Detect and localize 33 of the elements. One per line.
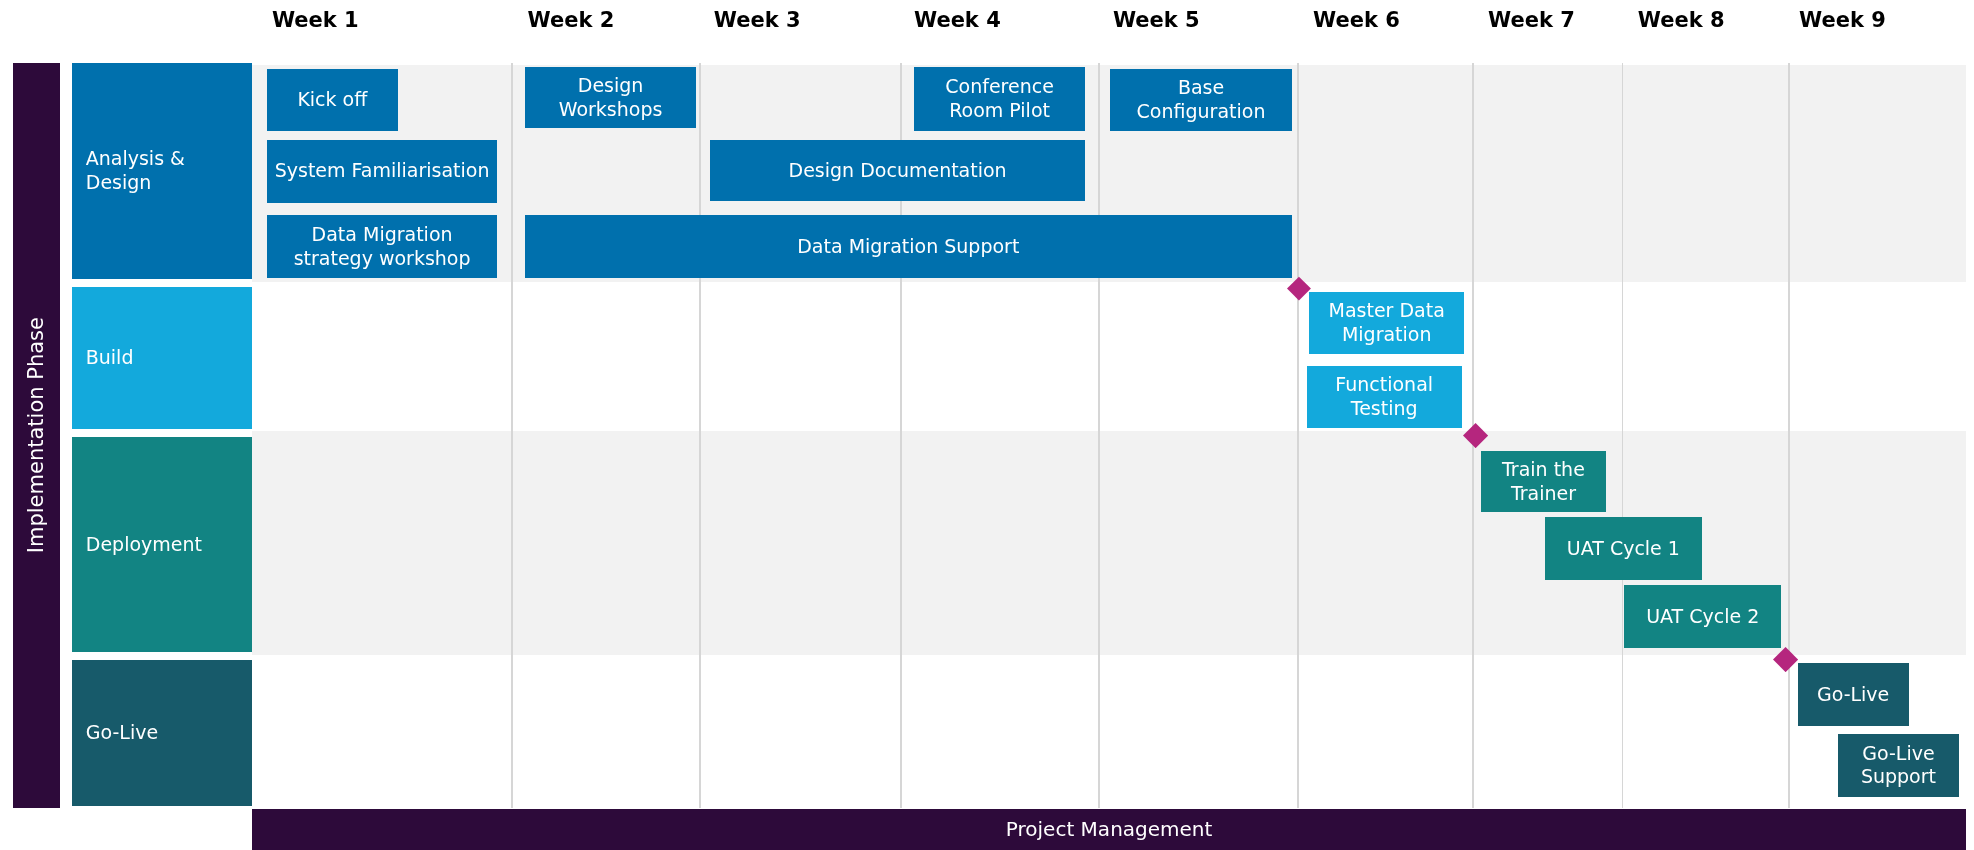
stage-box: Build [71, 287, 252, 430]
milestone-diamond [1772, 647, 1798, 673]
task-bar: Functional Testing [1306, 366, 1462, 429]
week-label: Week 5 [1112, 7, 1200, 32]
footer-bar: Project Management [251, 809, 1967, 850]
task-bar: Kick off [266, 69, 398, 131]
stage-box: Analysis & Design [71, 62, 252, 280]
task-bar: UAT Cycle 2 [1624, 585, 1782, 649]
task-bar: Master Data Migration [1309, 292, 1465, 354]
task-bar: Conference Room Pilot [913, 66, 1086, 131]
task-bar: Data Migration Support [524, 215, 1292, 279]
phase-band: Implementation Phase [12, 62, 61, 809]
stage-box: Go-Live [71, 659, 252, 806]
week-label: Week 9 [1799, 7, 1886, 32]
task-bar: Design Workshops [524, 66, 697, 129]
task-bar: System Familiarisation [266, 139, 498, 203]
week-label: Week 1 [271, 7, 359, 32]
stage-box: Deployment [71, 436, 252, 653]
milestone-diamond [1286, 275, 1311, 301]
week-label: Week 2 [527, 7, 615, 32]
task-bar: UAT Cycle 1 [1544, 517, 1703, 581]
week-label: Week 3 [713, 7, 801, 32]
task-bar: Go-Live [1797, 663, 1909, 727]
week-label: Week 6 [1313, 7, 1400, 32]
week-label: Week 4 [913, 7, 1001, 32]
task-bar: Base Configuration [1110, 69, 1292, 131]
task-bar: Train the Trainer [1480, 450, 1607, 513]
week-label: Week 8 [1637, 7, 1725, 32]
task-bar: Design Documentation [710, 139, 1086, 202]
week-label: Week 7 [1488, 7, 1575, 32]
task-bar: Data Migration strategy workshop [266, 215, 498, 279]
milestone-diamond [1462, 423, 1489, 449]
task-bar: Go-Live Support [1838, 733, 1959, 797]
